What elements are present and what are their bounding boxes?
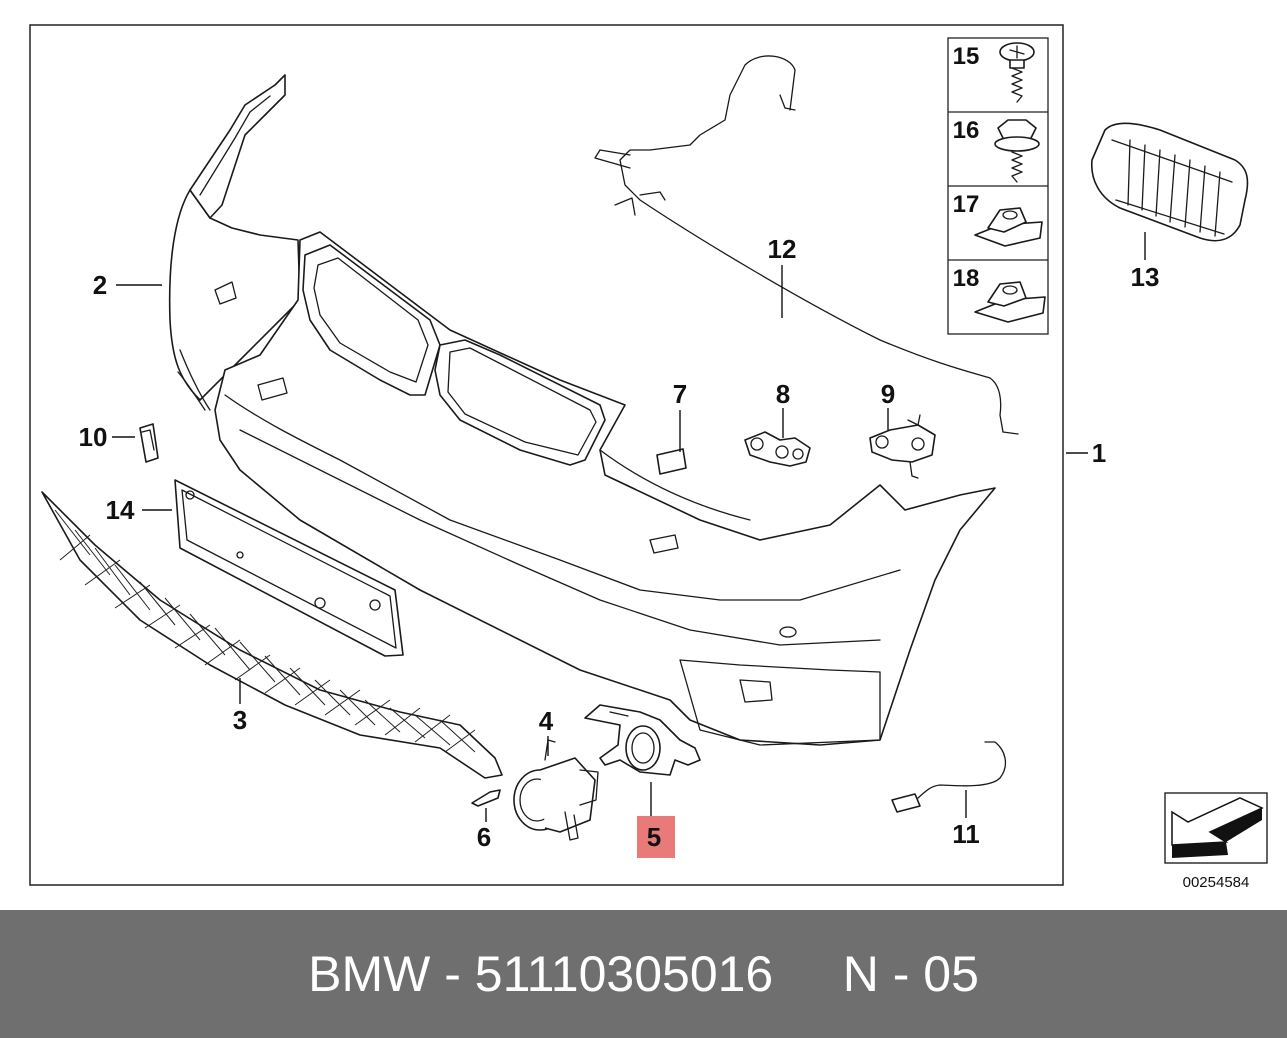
callout-4: 4 <box>539 706 554 736</box>
part-info-footer: BMW - 51110305016 N - 05 <box>0 910 1287 1038</box>
callout-16: 16 <box>953 117 980 144</box>
callout-17: 17 <box>953 191 980 218</box>
lower-grille-mesh-icon <box>41 491 503 779</box>
small-cover-icon <box>471 789 501 807</box>
callout-2: 2 <box>93 270 107 300</box>
callout-10: 10 <box>79 422 108 452</box>
callout-7: 7 <box>673 379 687 409</box>
callout-11: 11 <box>952 819 980 849</box>
callout-12: 12 <box>768 234 797 264</box>
brand-label: BMW <box>308 946 431 1002</box>
screw-icon <box>999 42 1035 103</box>
trim-clip-icon <box>139 423 159 463</box>
orientation-arrow-icon <box>1164 792 1268 864</box>
leader-lines <box>112 232 1146 822</box>
washer-jet-icon <box>744 431 811 467</box>
fog-light-icon <box>513 739 599 841</box>
callout-14: 14 <box>106 495 135 525</box>
front-bumper-icon <box>179 231 996 746</box>
kidney-grille-icon <box>1091 122 1249 242</box>
footer-separator: - <box>444 946 461 1002</box>
position-code: N - 05 <box>842 946 979 1002</box>
bumper-cover-icon <box>168 74 301 411</box>
grille-opening-icon <box>302 244 606 466</box>
callout-6: 6 <box>477 822 491 852</box>
license-plate-base-icon <box>174 479 404 657</box>
sensor-holder-icon <box>869 414 936 479</box>
callout-15: 15 <box>953 43 980 70</box>
parts-diagram: 2 1 3 4 5 6 7 8 9 10 11 12 13 14 15 16 1… <box>29 24 1268 891</box>
fastener-table <box>947 37 1049 335</box>
callout-9: 9 <box>881 379 895 409</box>
nut-clip-icon <box>974 207 1043 247</box>
callout-13: 13 <box>1131 262 1160 292</box>
cover-cap-icon <box>656 448 687 475</box>
callout-1: 1 <box>1092 438 1106 468</box>
callout-8: 8 <box>776 379 790 409</box>
wiring-harness-icon <box>594 55 1019 435</box>
diagram-frame <box>29 24 1064 886</box>
callout-3: 3 <box>233 705 247 735</box>
callout-5: 5 <box>647 822 661 852</box>
highlight-box <box>637 816 675 858</box>
sensor-cable-icon <box>891 741 1007 813</box>
hex-bolt-icon <box>994 119 1040 183</box>
fog-light-bracket-icon <box>584 704 701 776</box>
nut-clip-alt-icon <box>974 281 1046 323</box>
callout-18: 18 <box>953 265 980 292</box>
part-number: 51110305016 <box>474 946 774 1002</box>
diagram-reference-number: 00254584 <box>1183 874 1250 891</box>
